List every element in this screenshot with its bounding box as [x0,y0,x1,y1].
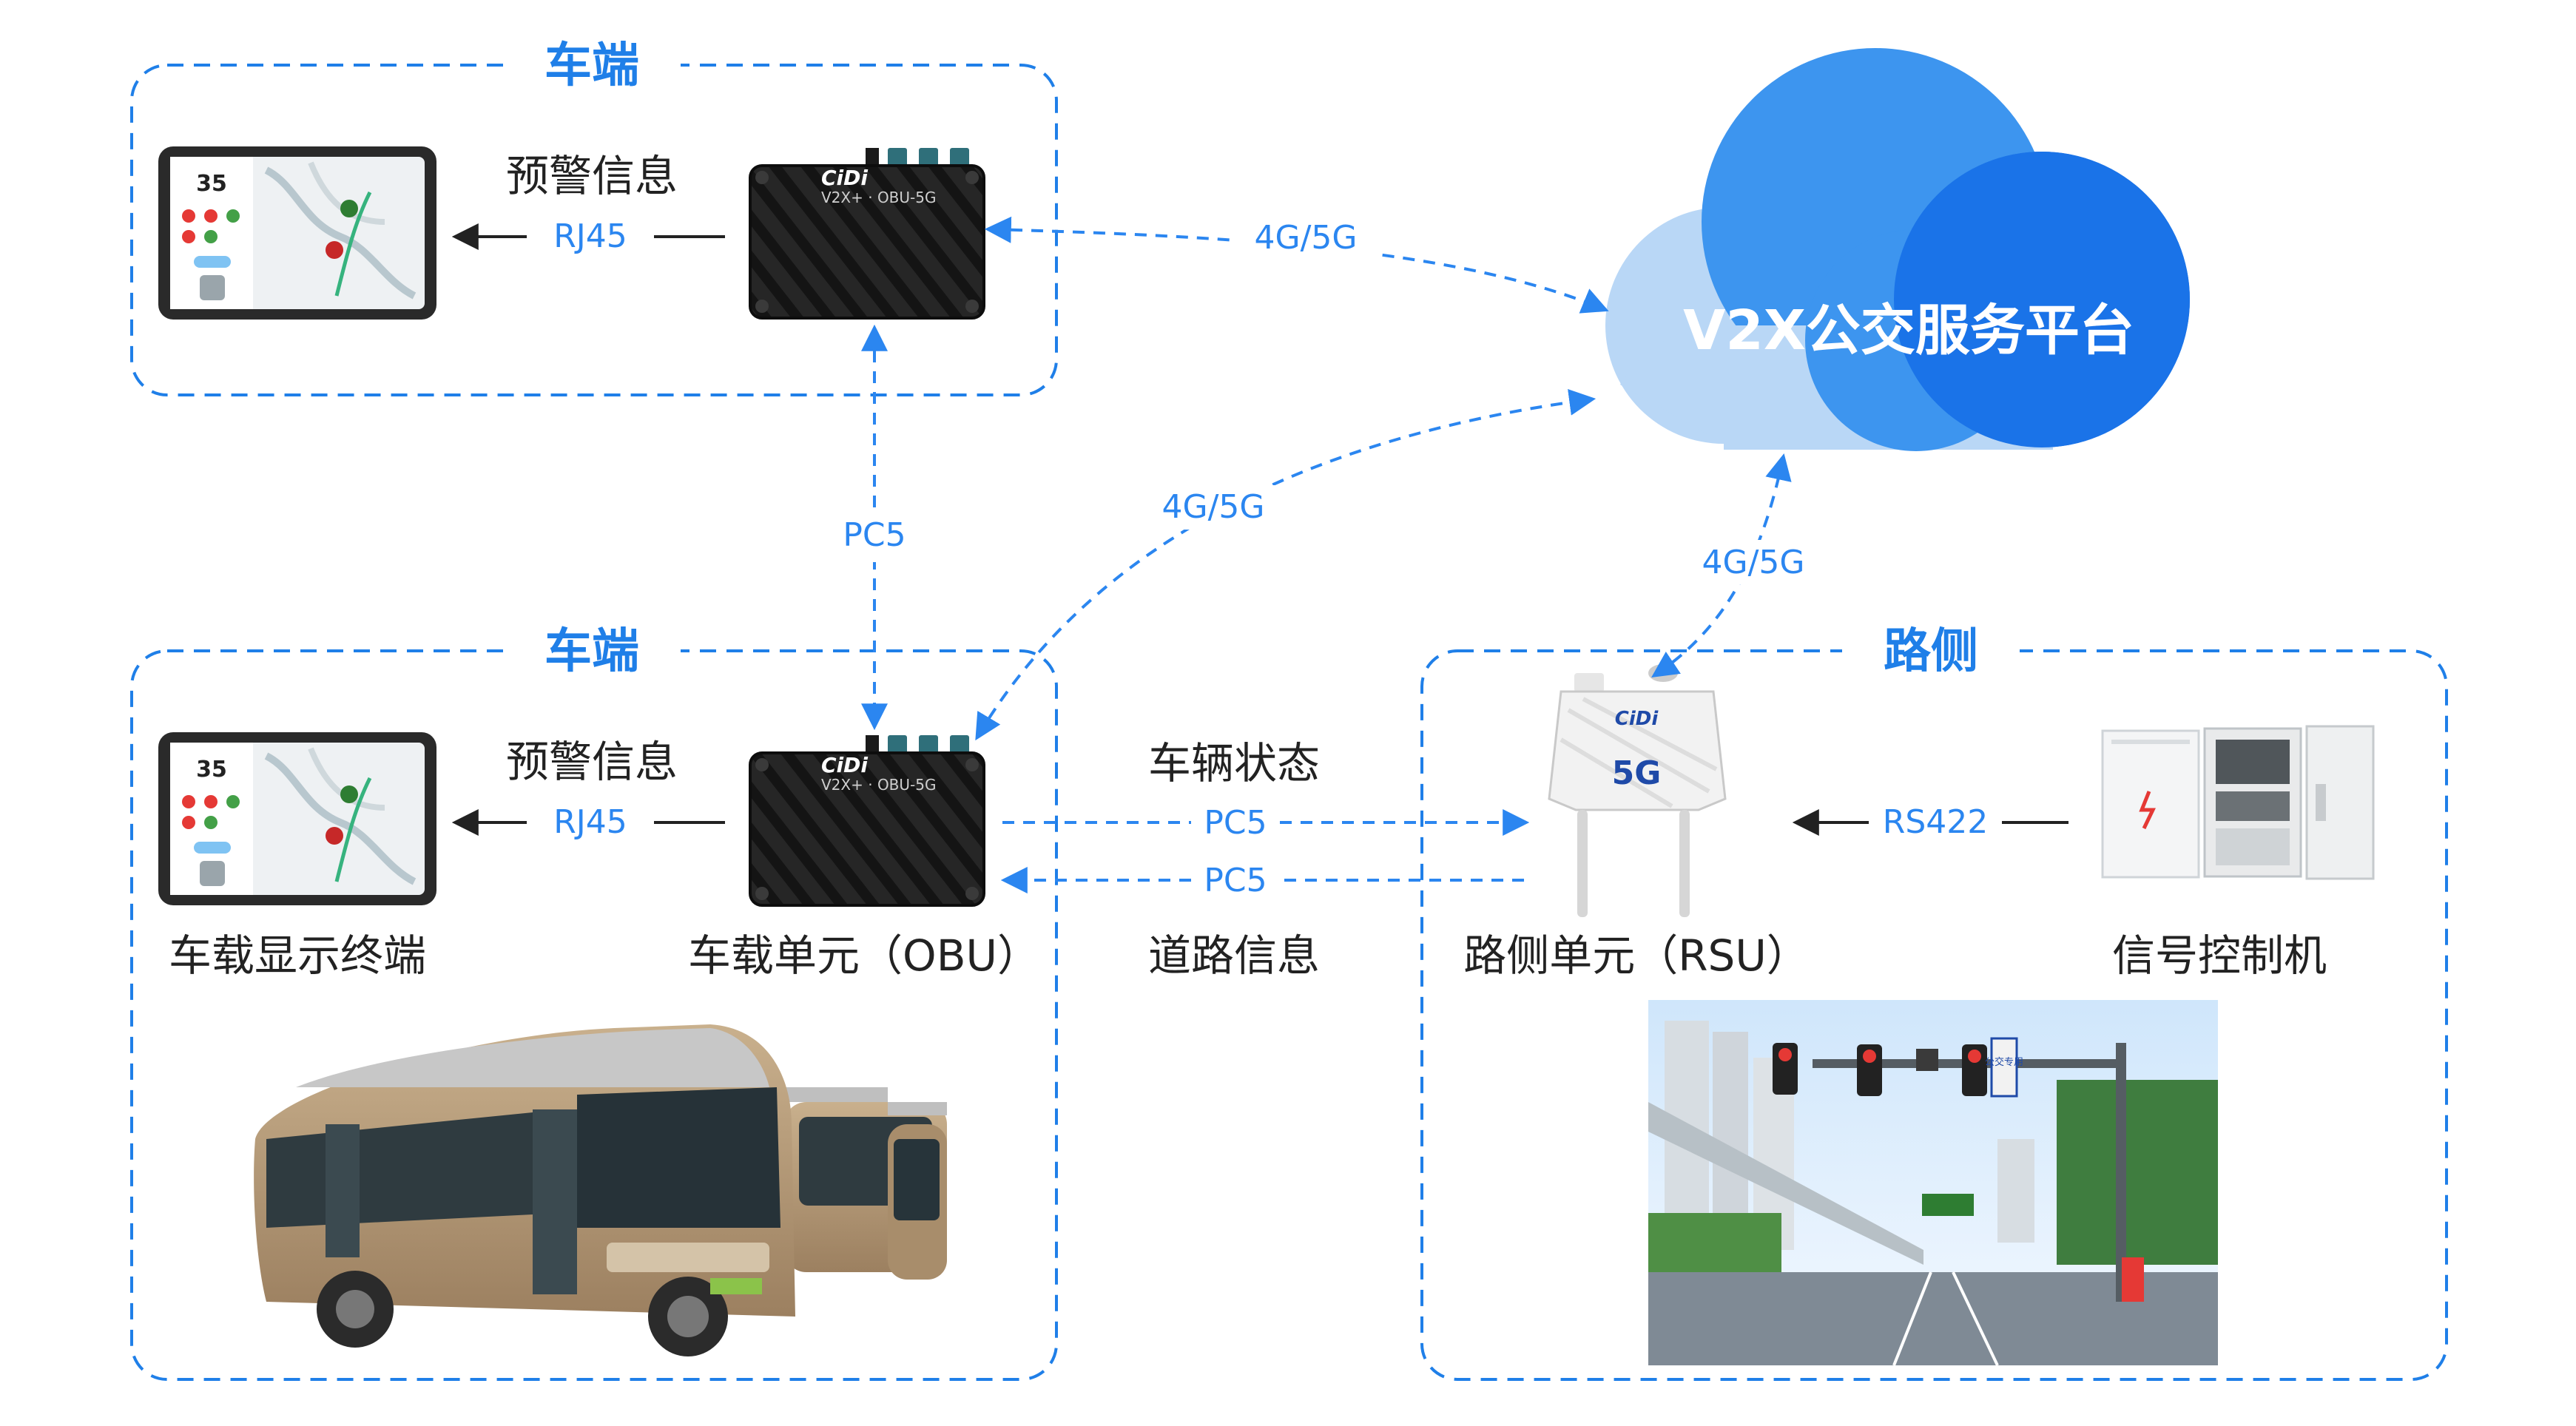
vehicle-group-top-title: 车端 [544,38,639,93]
display-top-speed: 35 [196,171,227,197]
roadside-group-border [1420,649,2448,1381]
rsu-cloud-link [1651,453,1792,678]
intersection-photo [1648,1000,2218,1366]
vehicle-group-bottom: 车端 [130,621,1058,1381]
display-terminal-top: 35 [158,146,436,320]
obu-obu-label-bg [829,510,920,562]
vehicle-group-top-title-bg [503,37,681,96]
rsu-cloud-label-bg [1679,540,1827,584]
rsu-name: 路侧单元（RSU） [1463,930,1810,981]
rsu-cloud-label: 4G/5G [1702,544,1804,581]
signal-controller [2101,725,2375,880]
top-obu-cloud-label: 4G/5G [1254,219,1357,257]
roadside-group-title-bg [1842,621,2020,680]
top-rj45-label: RJ45 [553,217,627,255]
display-terminal-bottom: 35 [158,732,436,905]
obu-top: CiDi V2X+ · OBU-5G [749,148,985,320]
cloud-title: V2X公交服务平台 [1683,299,2134,362]
obu-bottom-model: V2X+ · OBU-5G [821,776,936,794]
vehicle-group-bottom-title-bg [503,621,681,680]
cloud-platform: V2X公交服务平台 [1605,48,2190,451]
vehicle-group-top: 车端 [130,37,1058,396]
bottom-rj45-label: RJ45 [553,803,627,841]
pc5-in-label: PC5 [1204,862,1267,899]
pc5-out-label: PC5 [1204,804,1267,842]
signal-controller-name: 信号控制机 [2112,930,2327,981]
signal-cabinet-icon [2101,725,2375,880]
obu-top-model: V2X+ · OBU-5G [821,189,936,206]
rsu: CiDi 5G [1548,664,1727,917]
rsu-5g-badge: 5G [1612,754,1662,792]
top-warning-label: 预警信息 [506,151,678,201]
obu-top-brand: CiDi [821,166,868,190]
tablet-display-icon [158,146,436,320]
display-terminal-name: 车载显示终端 [169,930,426,981]
obu-name: 车载单元（OBU） [688,930,1040,981]
obu-device-icon [749,735,985,907]
obu-obu-label: PC5 [843,516,906,554]
obu-bottom-brand: CiDi [821,753,868,777]
display-bottom-speed: 35 [196,757,227,783]
vehicle-status-label: 车辆状态 [1148,738,1320,788]
top-obu-cloud-label-bg [1232,216,1380,260]
bottom-obu-cloud-label-bg [1139,485,1287,530]
roadside-group: 路侧 [1420,621,2448,1381]
rs422-label: RS422 [1883,803,1988,841]
road-sign-text: 公交专用 [1985,1056,2023,1068]
roadside-group-title: 路侧 [1884,624,1978,679]
obu-bottom: CiDi V2X+ · OBU-5G [749,735,985,907]
rsu-brand: CiDi [1615,708,1659,730]
bottom-warning-label: 预警信息 [506,737,678,787]
road-info-label: 道路信息 [1148,930,1320,981]
vehicle-group-bottom-title: 车端 [544,624,639,679]
bottom-obu-cloud-link [975,388,1596,741]
tablet-display-icon [158,732,436,905]
cloud-icon [1605,48,2190,451]
bottom-obu-cloud-label: 4G/5G [1161,488,1264,526]
obu-device-icon [749,148,985,320]
bus-image [254,1024,947,1356]
